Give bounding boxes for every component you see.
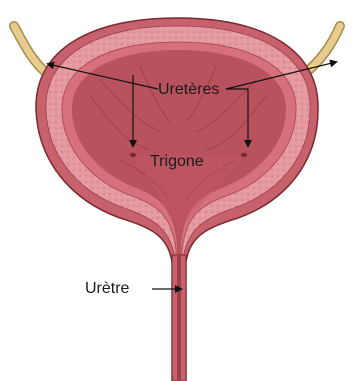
right-ureteric-orifice (241, 153, 247, 157)
label-ureteres: Uretères (158, 81, 219, 99)
urethra-lumen (177, 255, 181, 381)
label-uretre: Urètre (85, 280, 129, 298)
left-ureter-inner (14, 26, 50, 76)
label-trigone: Trigone (150, 153, 204, 171)
left-ureteric-orifice (130, 153, 136, 157)
